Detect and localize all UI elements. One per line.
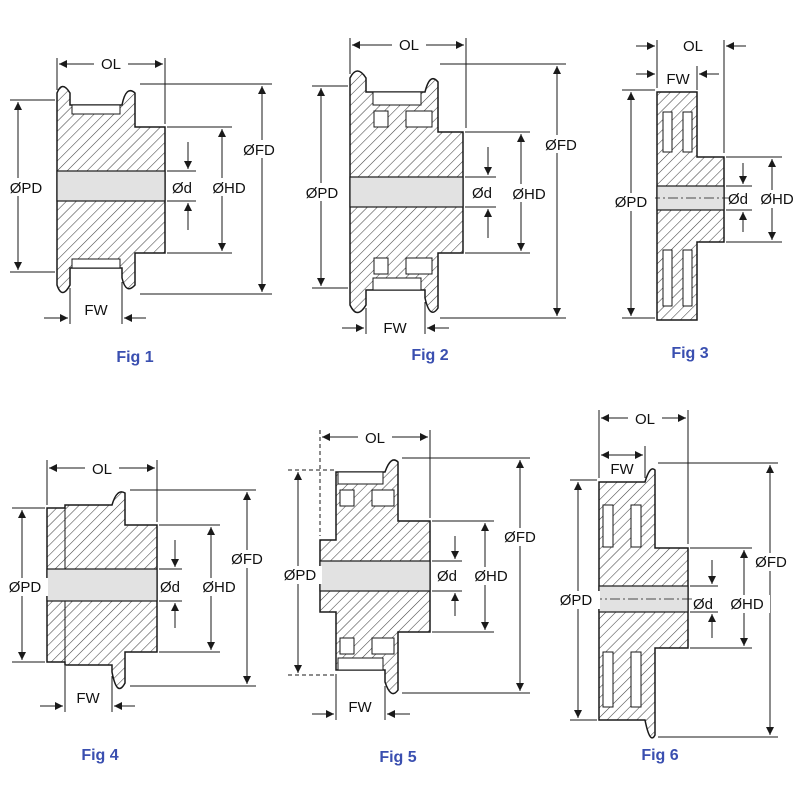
fig3-fw-label: FW	[666, 71, 690, 88]
fig3-web-top-left	[662, 111, 673, 153]
fig5-recess-top-right	[371, 489, 395, 507]
fig4-caption: Fig 4	[81, 747, 118, 764]
figure-6: OL FW ØPD ØFD ØHD Ød Fig 6	[552, 408, 794, 764]
fig6-caption: Fig 6	[641, 747, 678, 764]
fig6-pd-label: ØPD	[560, 592, 593, 609]
fig1-pd-label: ØPD	[10, 180, 43, 197]
fig3-caption: Fig 3	[671, 345, 708, 362]
fig6-ol-label: OL	[635, 411, 655, 428]
fig3-web-bottom-left	[662, 249, 673, 307]
fig2-bore	[349, 176, 464, 208]
fig2-pd-label: ØPD	[306, 185, 339, 202]
fig2-caption: Fig 2	[411, 347, 448, 364]
fig3-d-label: Ød	[728, 191, 748, 208]
figure-4: OL ØPD ØFD ØHD Ød FW Fig 4	[2, 458, 270, 764]
fig3-web-top-right	[682, 111, 693, 153]
fig2-fd-label: ØFD	[545, 137, 577, 154]
fig6-hd-label: ØHD	[730, 596, 764, 613]
fig3-web-bottom-right	[682, 249, 693, 307]
fig1-fd-label: ØFD	[243, 142, 275, 159]
fig1-d-label: Ød	[172, 180, 192, 197]
fig2-fw-label: FW	[383, 320, 407, 337]
fig3-pd-label: ØPD	[615, 194, 648, 211]
fig6-web-top-left	[602, 504, 614, 548]
figure-3: OL FW ØPD ØHD Ød Fig 3	[607, 38, 800, 362]
fig6-web-top-right	[630, 504, 642, 548]
fig5-tooth-gap-top	[337, 471, 384, 485]
fig2-hd-label: ØHD	[512, 186, 546, 203]
fig4-bore	[46, 568, 158, 602]
fig6-d-label: Ød	[693, 596, 713, 613]
fig1-hd-label: ØHD	[212, 180, 246, 197]
fig1-fw-label: FW	[84, 302, 108, 319]
fig2-recess-bottom-left	[373, 257, 389, 275]
figure-2: OL ØPD ØFD ØHD Ød FW Fig 2	[296, 35, 584, 364]
fig1-tooth-gap-bottom	[71, 258, 121, 269]
fig4-hd-label: ØHD	[202, 579, 236, 596]
fig3-ol-label: OL	[683, 38, 703, 55]
fig1-bore	[56, 170, 166, 202]
fig5-d-label: Ød	[437, 568, 457, 585]
fig2-d-label: Ød	[472, 185, 492, 202]
fig5-caption: Fig 5	[379, 749, 416, 766]
fig5-recess-top-left	[339, 489, 355, 507]
fig3-hd-label: ØHD	[760, 191, 794, 208]
fig2-recess-top-right	[405, 110, 433, 128]
fig2-ol-label: OL	[399, 37, 419, 54]
fig5-recess-bottom-right	[371, 637, 395, 655]
fig6-web-bottom-left	[602, 651, 614, 708]
fig5-recess-bottom-left	[339, 637, 355, 655]
fig4-fw-label: FW	[76, 690, 100, 707]
fig5-fw-label: FW	[348, 699, 372, 716]
fig4-fd-label: ØFD	[231, 551, 263, 568]
fig5-ol-label: OL	[365, 430, 385, 447]
fig6-fd-label: ØFD	[755, 554, 787, 571]
fig1-tooth-gap-top	[71, 104, 121, 115]
figure-1: OL ØPD ØFD ØHD Ød FW Fig 1	[2, 54, 284, 366]
fig6-web-bottom-right	[630, 651, 642, 708]
fig1-caption: Fig 1	[116, 349, 153, 366]
fig5-bore	[319, 560, 431, 592]
fig5-hd-label: ØHD	[474, 568, 508, 585]
fig2-recess-top-left	[373, 110, 389, 128]
fig5-pd-label: ØPD	[284, 567, 317, 584]
figure-5: OL ØPD ØFD ØHD Ød FW Fig 5	[276, 427, 543, 766]
fig5-fd-label: ØFD	[504, 529, 536, 546]
fig1-ol-label: OL	[101, 56, 121, 73]
fig2-recess-bottom-right	[405, 257, 433, 275]
fig2-tooth-gap-bottom	[372, 277, 422, 291]
fig6-fw-label: FW	[610, 461, 634, 478]
fig2-tooth-gap-top	[372, 91, 422, 106]
fig4-d-label: Ød	[160, 579, 180, 596]
fig5-tooth-gap-bottom	[337, 657, 384, 671]
fig4-ol-label: OL	[92, 461, 112, 478]
fig4-pd-label: ØPD	[9, 579, 42, 596]
